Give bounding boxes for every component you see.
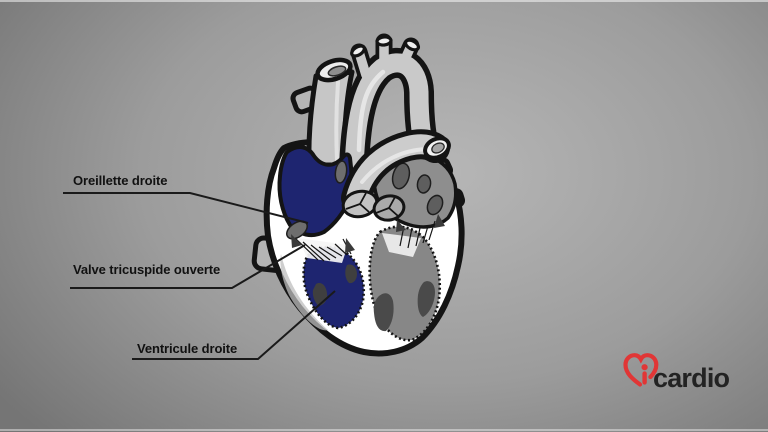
leader-line-tricuspid-valve (70, 244, 306, 289)
aorta (338, 33, 438, 213)
pulmonary-artery (341, 129, 451, 213)
frame-edge-top (0, 0, 768, 2)
label-right-ventricle: Ventricule droite (137, 341, 238, 356)
label-tricuspid-valve: Valve tricuspide ouverte (73, 262, 221, 277)
body-inner-shading (280, 254, 328, 331)
left-ventricle (368, 225, 441, 342)
leader-line-right-ventricle (132, 290, 336, 360)
leader-lines (63, 192, 336, 360)
frame-edge-bottom (0, 429, 768, 431)
label-right-atrium: Oreillette droite (73, 173, 168, 188)
right-ventricle-highlight (302, 245, 366, 330)
chordae-tendineae (291, 214, 445, 263)
brand-logo: cardio (620, 351, 730, 393)
brand-logo-text: cardio (653, 363, 730, 393)
leader-line-right-atrium (63, 192, 309, 224)
semilunar-valves (341, 189, 406, 222)
heart-logo-icon (623, 353, 659, 387)
